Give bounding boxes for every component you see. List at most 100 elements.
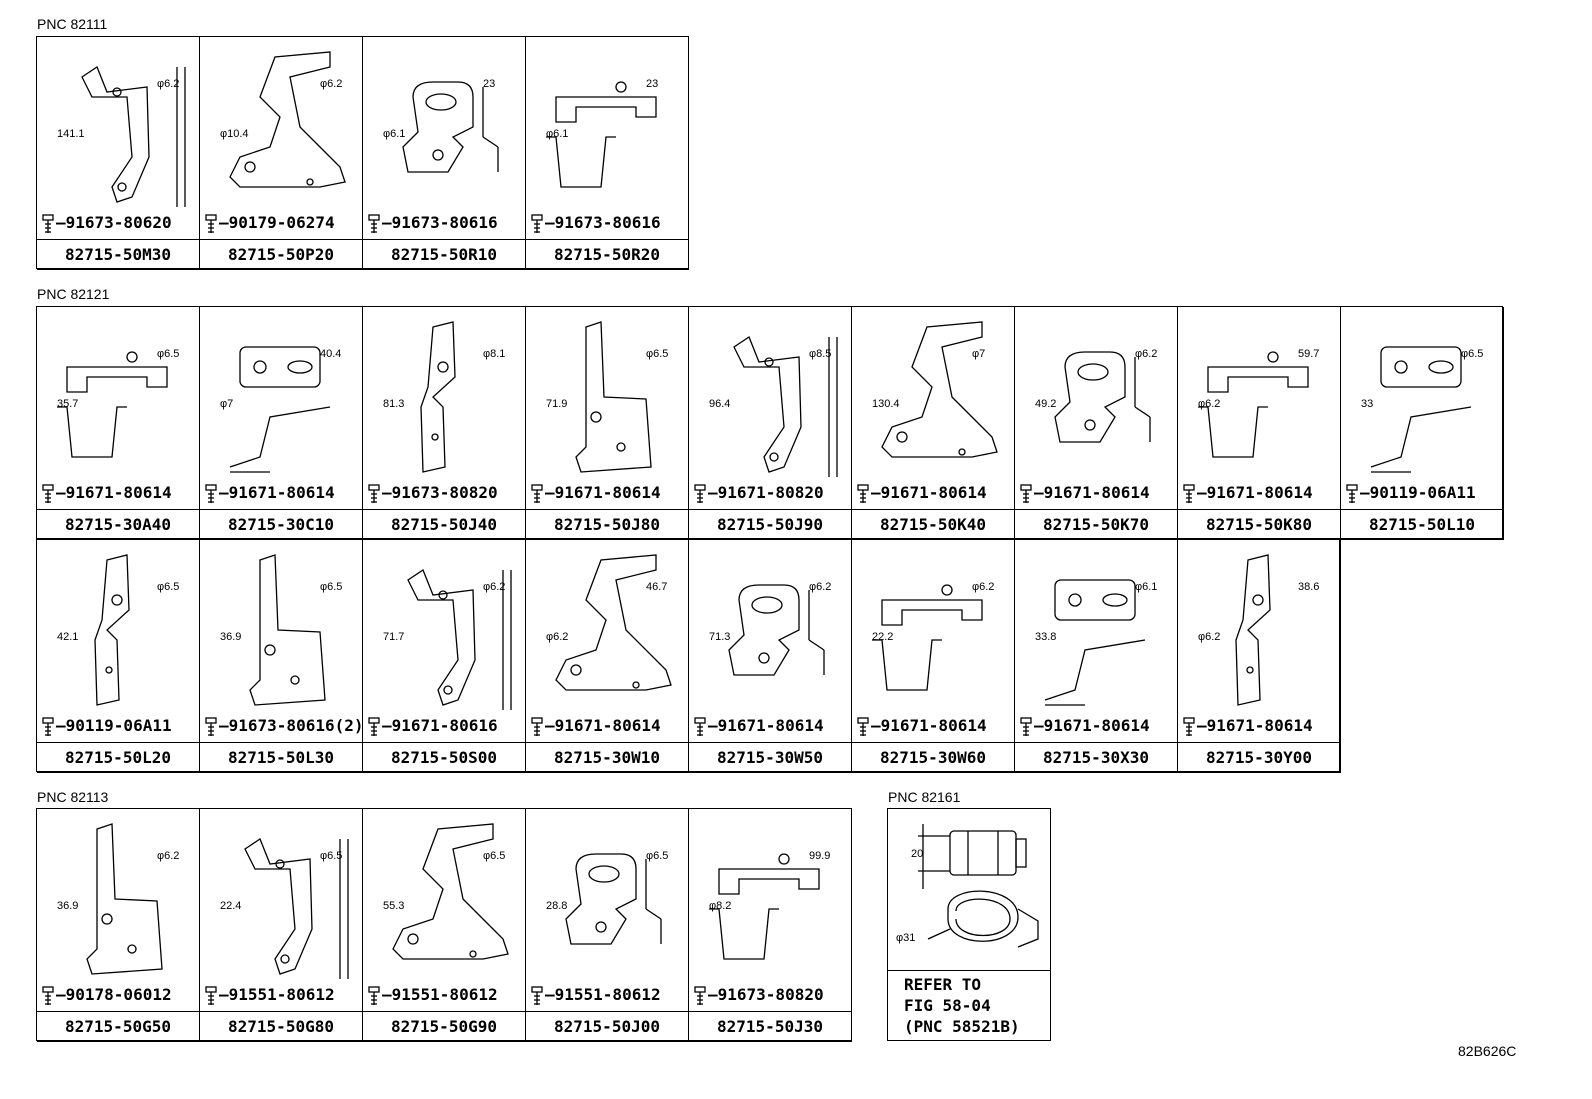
dim-label: φ10.4: [220, 128, 249, 140]
bracket-drawing: φ6.133.8: [1035, 579, 1157, 706]
dim-label: φ6.5: [157, 581, 179, 593]
dim-label: 38.6: [1298, 581, 1319, 593]
dim-label: φ6.5: [483, 850, 505, 862]
bolt-part-number: —91671-80614: [1034, 483, 1150, 502]
bolt-callout: —91671-80614: [530, 716, 661, 737]
bolt-callout: —91671-80614: [856, 716, 987, 737]
bolt-part-number: —91671-80820: [708, 483, 824, 502]
bolt-callout: —91671-80614: [693, 716, 824, 737]
bolt-callout: —91671-80614: [204, 483, 335, 504]
bracket-drawing: φ6.536.9: [220, 554, 342, 706]
part-cell: 23 φ6.1 —91673-80616 82715-50R20: [526, 37, 689, 270]
bolt-part-number: —91551-80612: [219, 985, 335, 1004]
group-label-82121: PNC 82121: [37, 286, 110, 302]
dim-label: φ6.2: [1135, 348, 1157, 360]
bracket-drawing: 46.7φ6.2: [546, 554, 672, 691]
bracket-drawing: φ6.533: [1361, 346, 1483, 473]
bracket-drawing: 99.9φ8.2: [709, 850, 830, 960]
bolt-icon: [1020, 483, 1032, 503]
bolt-part-number: —91671-80616: [382, 716, 498, 735]
dim-label: φ6.2: [972, 581, 994, 593]
dim-label: 23: [483, 78, 495, 90]
dim-label: 42.1: [57, 631, 78, 643]
bolt-callout: —90119-06A11: [1345, 483, 1476, 504]
dim-label: 22.4: [220, 900, 241, 912]
dim-label: 23: [646, 78, 658, 90]
bracket-drawing: 40.4φ7: [220, 346, 341, 473]
dim-label: 46.7: [646, 581, 667, 593]
bracket-drawing: φ6.535.7: [57, 348, 179, 458]
dim-label: φ6.2: [157, 850, 179, 862]
bracket-drawing: φ8.596.4: [709, 336, 838, 477]
bracket-drawing: φ8.181.3: [383, 321, 505, 473]
bolt-icon: [857, 483, 869, 503]
dim-label: φ6.2: [1198, 398, 1220, 410]
bolt-part-number: —91673-80620: [56, 213, 172, 232]
bolt-icon: [531, 985, 543, 1005]
bolt-icon: [1346, 483, 1358, 503]
dim-label: φ6.5: [320, 850, 342, 862]
dim-label: φ8.5: [809, 348, 831, 360]
bracket-part-number: 82715-50R20: [526, 239, 688, 270]
bolt-icon: [1183, 483, 1195, 503]
bracket-part-number: 82715-50G90: [363, 1011, 525, 1042]
bracket-drawing: φ6.222.2: [872, 581, 994, 691]
bolt-part-number: —91673-80616(2): [219, 716, 364, 735]
dim-label: φ6.5: [320, 581, 342, 593]
refer-line: (PNC 58521B): [904, 1017, 1020, 1036]
bolt-callout: —91551-80612: [530, 985, 661, 1006]
diagram-code: 82B626C: [1458, 1043, 1517, 1059]
bolt-part-number: —91671-80614: [56, 483, 172, 502]
bolt-part-number: —91673-80820: [382, 483, 498, 502]
bolt-callout: —91673-80820: [367, 483, 498, 504]
bracket-part-number: 82715-50J00: [526, 1011, 688, 1042]
bracket-drawing: φ6.571.9: [546, 321, 668, 473]
bolt-part-number: —91671-80614: [219, 483, 335, 502]
bracket-part-number: 82715-50M30: [37, 239, 199, 270]
bolt-part-number: —91671-80614: [545, 716, 661, 735]
bracket-part-number: 82715-50L10: [1341, 509, 1503, 540]
bolt-icon: [368, 716, 380, 736]
bracket-drawing: φ6.271.7: [383, 569, 512, 710]
dim-label: φ6.1: [546, 128, 568, 140]
bracket-part-number: 82715-30W60: [852, 742, 1014, 773]
bolt-callout: —91673-80820: [693, 985, 824, 1006]
refer-line: REFER TO: [904, 975, 982, 994]
dim-label: 99.9: [809, 850, 830, 862]
dim-label: 35.7: [57, 398, 78, 410]
bolt-callout: —91551-80612: [367, 985, 498, 1006]
bolt-part-number: —90119-06A11: [1360, 483, 1476, 502]
bolt-icon: [531, 483, 543, 503]
bolt-icon: [1020, 716, 1032, 736]
bolt-icon: [531, 716, 543, 736]
bolt-callout: —91673-80620: [41, 213, 172, 234]
bracket-part-number: 82715-50G50: [37, 1011, 199, 1042]
dim-label: φ6.5: [646, 348, 668, 360]
bolt-part-number: —91673-80616: [545, 213, 661, 232]
bolt-part-number: —91671-80614: [1197, 716, 1313, 735]
bolt-callout: —91551-80612: [204, 985, 335, 1006]
group-label-82111: PNC 82111: [37, 16, 108, 32]
dim-label: 71.7: [383, 631, 404, 643]
bolt-part-number: —91551-80612: [545, 985, 661, 1004]
bolt-icon: [205, 483, 217, 503]
dim-label: φ6.1: [383, 128, 405, 140]
group-label-82113: PNC 82113: [37, 789, 109, 805]
bracket-part-number: 82715-50P20: [200, 239, 362, 270]
bracket-drawing: φ6.528.8: [546, 850, 668, 945]
bolt-callout: —91671-80616: [367, 716, 498, 737]
